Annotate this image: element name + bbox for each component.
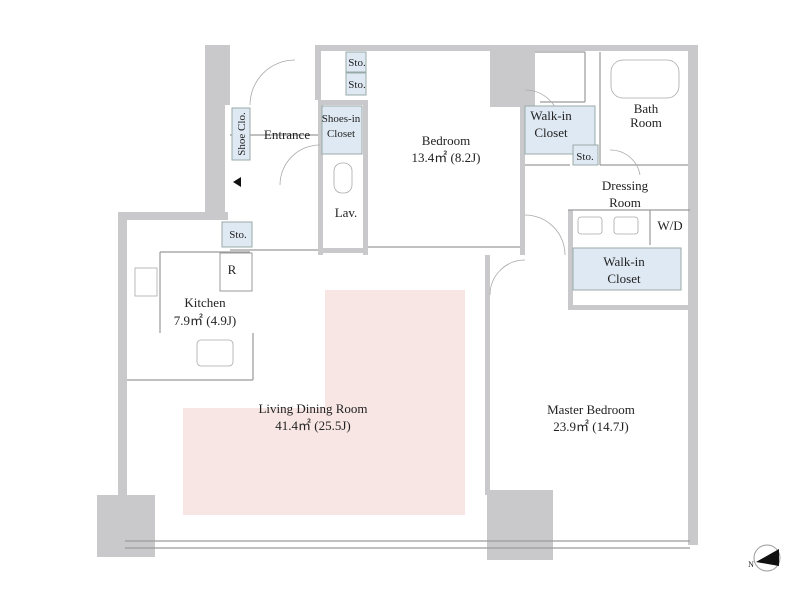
walk-in-closet-1-label-2: Closet (534, 125, 568, 140)
north-compass-icon: N (748, 544, 781, 572)
lavatory-label: Lav. (335, 205, 358, 220)
closets (219, 51, 682, 292)
walk-in-closet-2-label-2: Closet (607, 271, 641, 286)
master-bedroom-area: 23.9㎡ (14.7J) (553, 419, 628, 434)
walk-in-closet-1-label-1: Walk-in (530, 108, 572, 123)
washer-dryer-label: W/D (657, 218, 682, 233)
bath-room-label-1: Bath (634, 101, 659, 116)
bath-room-label-2: Room (630, 115, 662, 130)
triangle-left-icon (233, 177, 241, 187)
interior-lines (125, 51, 690, 549)
sto-label-3: Sto. (576, 151, 594, 163)
living-dining-room-label: Living Dining Room (258, 401, 367, 416)
bedroom-area: 13.4㎡ (8.2J) (412, 150, 481, 165)
sto-label-4: Sto. (229, 229, 247, 241)
living-dining-highlight (183, 290, 465, 515)
shoes-in-closet-label-1: Shoes-in (322, 113, 361, 125)
dressing-room-label-1: Dressing (602, 178, 649, 193)
kitchen-area: 7.9㎡ (4.9J) (174, 313, 236, 328)
dressing-room-label-2: Room (609, 195, 641, 210)
refrigerator-label: R (228, 262, 237, 277)
master-bedroom-label: Master Bedroom (547, 402, 635, 417)
shoe-closet-label: Shoe Clo. (236, 112, 248, 156)
shoes-in-closet-label-2: Closet (327, 128, 355, 140)
entrance-label: Entrance (264, 127, 310, 142)
walk-in-closet-2-label-1: Walk-in (603, 254, 645, 269)
bedroom-label: Bedroom (422, 133, 470, 148)
kitchen-label: Kitchen (184, 295, 226, 310)
living-dining-room-area: 41.4㎡ (25.5J) (275, 418, 350, 433)
sto-label-2: Sto. (348, 79, 366, 91)
compass-label: N (748, 560, 754, 569)
sto-label-1: Sto. (348, 57, 366, 69)
